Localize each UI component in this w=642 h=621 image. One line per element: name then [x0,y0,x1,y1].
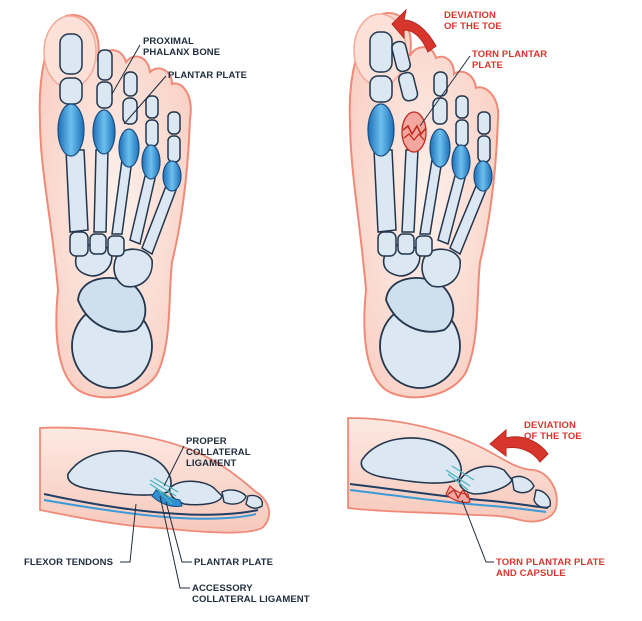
label-proximal-phalanx-bone: PROXIMAL PHALANX BONE [143,36,221,58]
normal-phalanx-2a [97,49,113,81]
proximal-phalanx-leader [111,44,141,95]
normal-plantar-plate-1 [57,103,85,157]
deviated-plantar-plate-3 [429,128,451,168]
torn-plate-capsule-side [445,484,471,504]
label-proper-collateral-ligament: PROPER COLLATERAL LIGAMENT [186,436,251,469]
normal-cuneiform-1 [69,231,89,257]
deviated-cuneiform-2 [397,233,415,255]
deviated-foot [348,8,500,399]
normal-side-collateral-ligaments [149,477,179,505]
normal-phalanx-4a [145,95,159,119]
deviated-phalanx-1a [369,31,393,73]
deviated-plantar-plate-4 [451,144,471,180]
normal-foot [38,14,192,399]
deviated-side-view [347,417,558,563]
normal-phalanx-5b [167,135,181,163]
deviated-phalanx-4a [455,95,469,119]
normal-talus [77,277,147,333]
accessory-collateral-leader [159,495,190,589]
deviated-cuneiform-1 [377,231,397,257]
normal-cuneiform-3 [107,235,125,257]
normal-phalanx-1b [59,77,83,105]
label-plantar-plate-top: PLANTAR PLATE [168,70,248,81]
deviated-phalanx-2a [391,40,412,73]
normal-metatarsal-2 [93,149,109,233]
torn-plantar-plate-top-leader [419,55,471,127]
normal-phalanx-1a [59,33,83,75]
deviated-phalanx-1b [369,75,393,103]
normal-phalanx-3b [122,97,138,125]
deviated-side-middle-phalanx [511,475,535,494]
deviated-phalanx-5b [477,135,491,163]
deviated-phalanx-3a [433,71,448,97]
deviated-side-metatarsal [360,437,462,484]
plantar-plate-bottom-leader [165,501,192,563]
normal-phalanx-2b [96,81,113,109]
label-accessory-collateral-ligament: ACCESSORY COLLATERAL LIGAMENT [192,583,310,605]
label-torn-plantar-plate-capsule: TORN PLANTAR PLATE AND CAPSULE [496,557,605,579]
deviated-cuboid [421,248,461,288]
flexor-tendons-leader [120,503,137,563]
normal-metatarsal-1 [65,149,89,233]
normal-cuboid [113,248,153,288]
normal-side-flexor-tendon-1 [43,493,259,516]
deviated-cuneiform-3 [415,235,433,257]
normal-plantar-plate-4 [141,144,161,180]
label-flexor-tendons: FLEXOR TENDONS [24,557,114,568]
plantar-plate-top-leader [123,75,167,125]
torn-capsule-leader [461,499,494,563]
normal-plantar-plate-2 [92,109,116,155]
deviated-phalanx-2b [397,71,419,102]
normal-side-distal-phalanx [245,494,263,509]
deviated-phalanx-5a [477,111,491,135]
label-deviation-top: DEVIATION OF THE TOE [444,10,502,32]
normal-side-metatarsal [67,450,172,496]
label-plantar-plate-bottom: PLANTAR PLATE [194,557,274,568]
deviated-plantar-plate-1 [367,103,395,157]
label-deviation-bottom: DEVIATION OF THE TOE [524,420,582,442]
normal-plantar-plate-3 [118,128,140,168]
normal-plantar-plate-5 [162,160,182,192]
normal-phalanx-3a [123,71,138,97]
normal-side-flexor-tendon-2 [43,499,257,520]
deviated-plantar-plate-5 [473,160,493,192]
normal-phalanx-5a [167,111,181,135]
deviated-side-collateral-ligaments [445,465,475,491]
normal-side-proximal-phalanx [168,480,223,506]
deviated-side-flexor-tendon-2 [349,489,547,513]
proper-collateral-leader [163,445,185,487]
deviated-side-proximal-phalanx [458,465,513,495]
deviated-talus [385,277,455,333]
deviated-phalanx-3b [432,97,448,125]
normal-phalanx-4b [145,119,159,147]
deviation-arrow-top [391,8,437,53]
normal-cuneiform-2 [89,233,107,255]
deviated-metatarsal-1 [373,149,397,233]
torn-plantar-plate-top [401,111,427,153]
label-torn-plantar-plate-top: TORN PLANTAR PLATE [472,49,548,71]
deviation-arrow-bottom [489,428,549,463]
normal-side-middle-phalanx [221,489,247,505]
normal-side-view [39,426,270,589]
deviated-phalanx-4b [455,119,469,147]
deviated-side-distal-phalanx [533,489,551,509]
deviated-side-flexor-tendon-1 [349,483,549,509]
